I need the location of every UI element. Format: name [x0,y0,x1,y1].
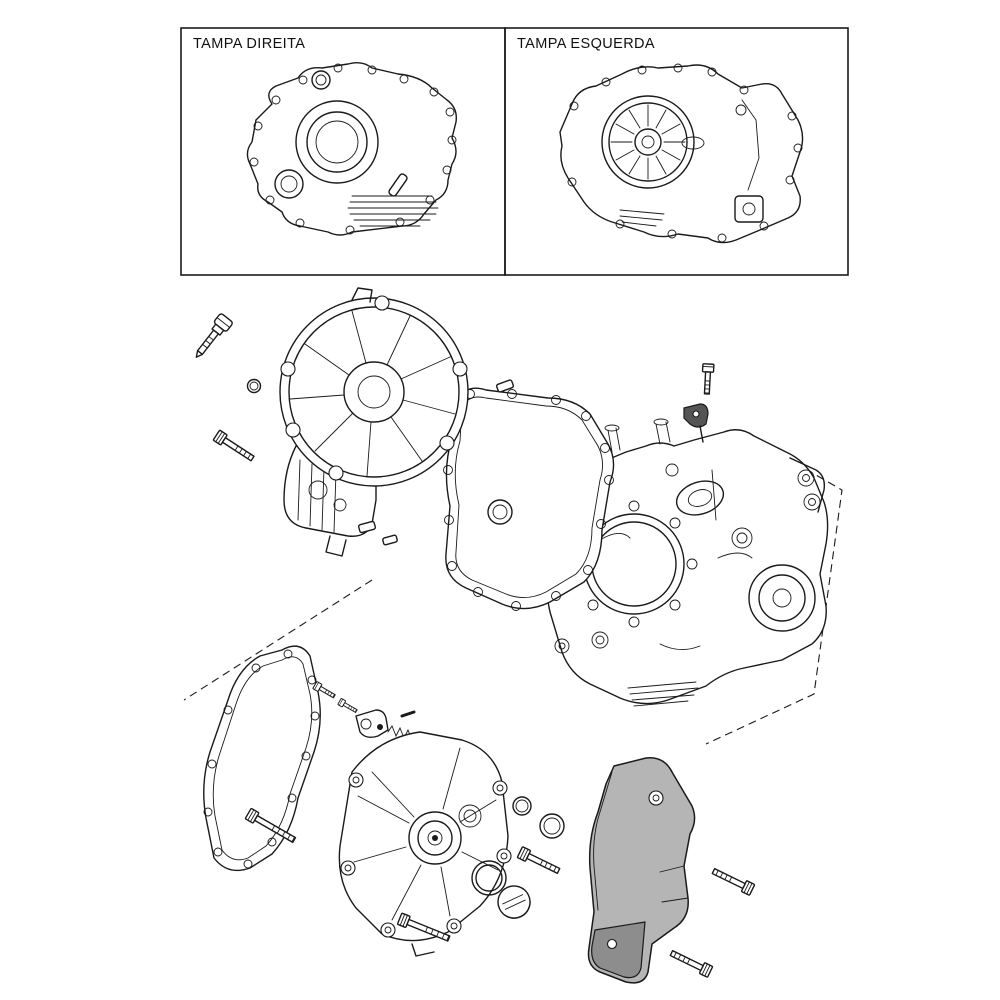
o-rings-and-plugs [471,796,565,919]
panel-left-cover: TAMPA ESQUERDA [504,27,849,276]
dowel-pin [495,379,515,393]
detent-spring [387,725,413,741]
panel-left-cover-frame [504,27,849,276]
gasket-bolt-holes [203,649,320,869]
screw-plug [497,885,531,919]
left-cover-drawing [559,63,804,244]
guard-bolt-hole [606,938,618,950]
plug-bolt [516,845,562,877]
detent-pin [400,710,416,718]
crankcase-fins [627,681,699,707]
top-flange-bolt [700,363,715,395]
bearing-cap-plug [539,813,565,839]
bolt-holes [249,63,457,235]
crankcase [544,418,829,707]
large-o-ring [471,860,507,896]
sprocket-guard-foot [591,921,646,979]
gasket-bolt-holes [443,389,614,611]
shift-detent-parts [312,680,416,741]
cover-ribs [353,747,499,921]
guard-bolt-hole [648,790,664,806]
right-cover-drawing [246,61,457,236]
panel-left-cover-label: TAMPA ESQUERDA [517,36,655,52]
stator-fan-spokes [610,104,686,180]
stator-cover-gasket [203,645,321,872]
cover-ear-bosses [340,772,512,938]
bolt-holes [567,63,803,243]
dowel-pin [382,534,398,546]
clutch-cover-gasket [443,379,615,611]
guard-bolt-upper [710,865,756,897]
clutch-cover [279,287,469,557]
stator-cover [338,731,512,957]
cover-bolt-upper-left [212,429,257,465]
sprocket-guard [587,757,696,984]
cover-spokes [289,310,456,477]
panel-right-cover-label: TAMPA DIREITA [193,36,305,52]
vent-slots [619,209,665,227]
cable-clamp [683,403,709,443]
guard-bolt-lower [668,947,714,979]
cover-ear-bosses [280,295,468,481]
assembly-boundary-lines [183,429,843,745]
cooling-fins [347,195,439,227]
cylinder-studs [604,418,671,453]
small-o-ring [512,796,532,816]
dipstick-o-ring [246,378,262,394]
exploded-view [183,287,843,984]
dowel-pin [357,520,377,534]
oil-dipstick [195,313,262,394]
panel-right-cover: TAMPA DIREITA [180,27,506,276]
